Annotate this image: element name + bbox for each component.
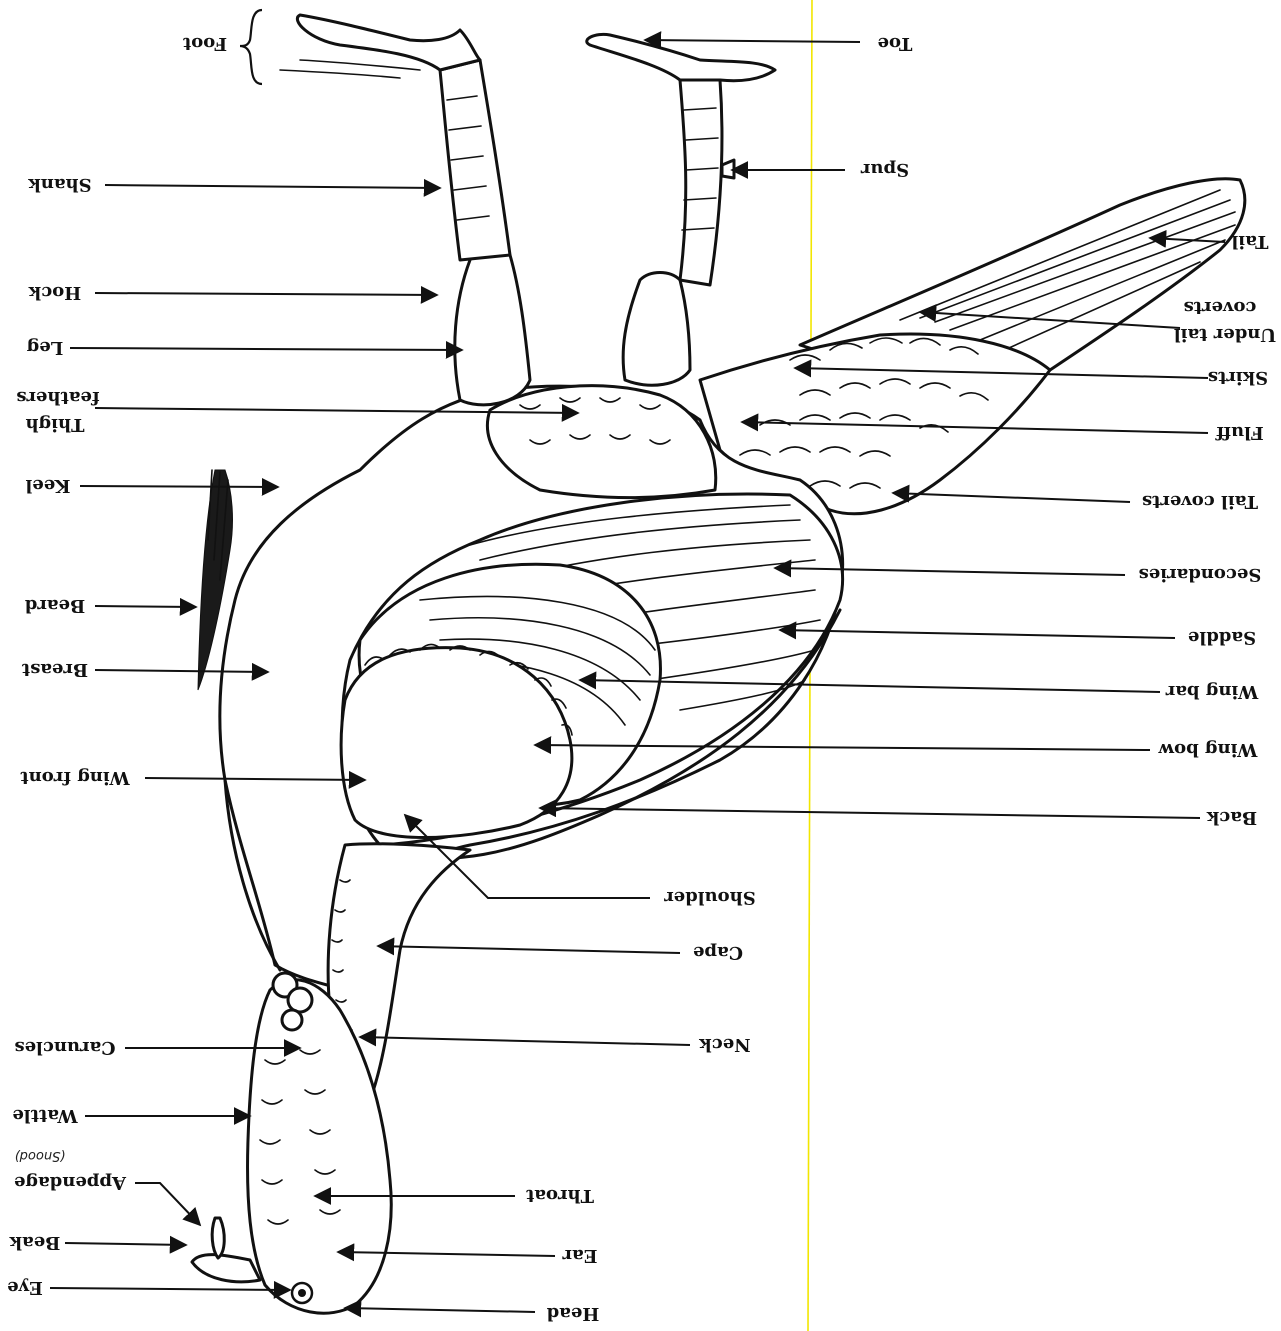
- label-keel: Keel: [25, 475, 70, 496]
- label-shank: Shank: [28, 174, 92, 195]
- foot-bracket: [240, 10, 262, 84]
- label-saddle: Saddle: [1188, 627, 1256, 648]
- right-leg-shape: [623, 273, 690, 386]
- label-hock: Hock: [28, 282, 81, 303]
- label-wing-bow: Wing bow: [1158, 739, 1258, 760]
- label-under-tail-line2: coverts: [1184, 297, 1257, 318]
- label-tail: Tail: [1231, 231, 1268, 252]
- label-secondaries: Secondaries: [1139, 564, 1262, 585]
- label-fluff: Fluff: [1215, 422, 1264, 443]
- label-beard: Beard: [24, 595, 85, 616]
- snood-shape: [212, 1218, 224, 1258]
- label-tail-coverts: Tail coverts: [1142, 491, 1258, 512]
- label-head: Head: [546, 1303, 599, 1324]
- label-leg: Leg: [26, 337, 63, 358]
- label-snood: (Snood): [15, 1148, 66, 1163]
- label-spur: Spur: [860, 159, 909, 180]
- label-foot: Foot: [182, 33, 227, 54]
- thigh-shape: [487, 386, 715, 498]
- left-leg-shape: [455, 244, 530, 405]
- label-breast: Breast: [21, 659, 88, 680]
- label-thigh-line2: feathers: [16, 387, 99, 408]
- label-under-tail-line1: Under tail: [1174, 324, 1276, 345]
- label-beak: Beak: [9, 1232, 60, 1253]
- label-shoulder: Shoulder: [664, 887, 756, 908]
- label-wing-bar: Wing bar: [1165, 681, 1259, 702]
- turkey-illustration: [192, 15, 1245, 1313]
- label-eye: Eye: [7, 1277, 43, 1298]
- label-throat: Throat: [525, 1185, 594, 1206]
- label-ear: Ear: [562, 1245, 597, 1266]
- right-shank-shape: [680, 80, 722, 285]
- label-back: Back: [1206, 807, 1257, 828]
- label-appendage: Appendage: [14, 1172, 127, 1193]
- label-wing-front: Wing front: [20, 767, 131, 788]
- label-skirts: Skirts: [1208, 367, 1268, 388]
- label-caruncles: Caruncles: [14, 1037, 115, 1058]
- label-wattle: Wattle: [12, 1105, 78, 1126]
- label-toe: Toe: [878, 33, 913, 54]
- label-thigh-line1: Thigh: [26, 414, 85, 435]
- beak-shape: [192, 1255, 260, 1282]
- label-neck: Neck: [699, 1034, 751, 1055]
- label-cape: Cape: [693, 942, 743, 963]
